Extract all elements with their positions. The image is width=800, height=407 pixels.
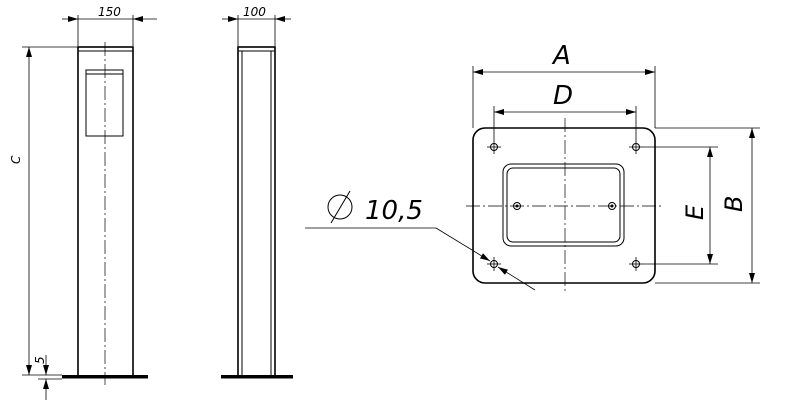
front-base-label: 5 [33,356,47,364]
opening-hole-left [513,202,521,210]
mounting-hole-bottom-right [629,257,643,271]
front-height-label: C [9,155,23,164]
opening-hole-right [608,202,616,210]
side-post-body [237,46,276,378]
front-view: 150 C 5 [9,5,157,400]
mounting-hole-top-left [487,140,501,154]
mounting-hole-top-right [629,140,643,154]
front-window [85,69,124,137]
side-width-label: 100 [243,5,266,19]
hole-leader-return [497,266,536,291]
plate-outline [472,127,656,284]
plate-opening-inner [506,167,621,243]
dim-a-label: A [551,41,571,71]
plate-opening [502,163,625,247]
mounting-hole-bottom-left [487,257,501,271]
plate-view: A D E B 10,5 [305,41,760,292]
hole-leader-diagonal [435,227,491,262]
side-base-plate [221,375,293,379]
front-base-plate [62,375,148,379]
side-view: 100 [221,5,293,379]
hole-diameter-label: 10,5 [365,196,423,226]
dim-d-label: D [553,81,573,111]
diameter-icon [327,190,353,224]
front-width-label: 150 [98,5,121,19]
dim-e-label: E [681,204,709,220]
dim-b-label: B [720,196,748,212]
